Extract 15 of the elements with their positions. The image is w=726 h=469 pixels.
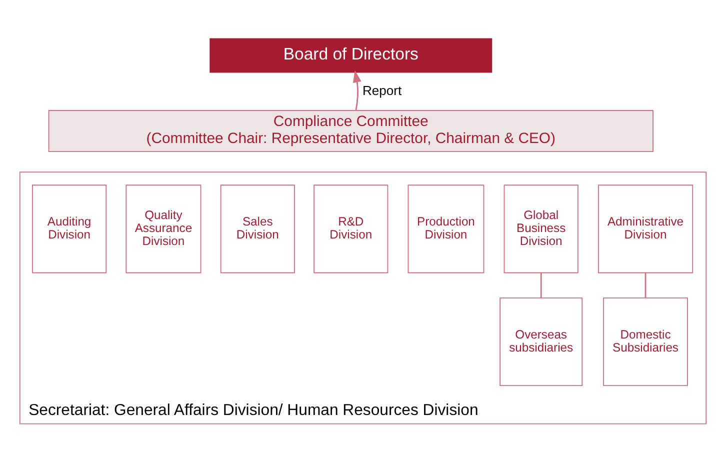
node-box: Overseas subsidiaries	[500, 296, 583, 386]
edge-label: Report	[362, 82, 402, 98]
node-box: Domestic Subsidiaries	[603, 296, 688, 386]
node-box: Production Division	[408, 184, 484, 273]
arrow	[352, 70, 362, 110]
node-box: Compliance Committee (Committee Chair: Representative Director, Chairman & CEO)	[48, 110, 654, 152]
node-box: R&D Division	[314, 184, 388, 273]
connector	[540, 272, 542, 298]
node-box: Board of Directors	[210, 38, 492, 72]
node-box: Quality Assurance Division	[126, 184, 202, 273]
node-box: Global Business Division	[504, 184, 578, 273]
node-box: Sales Division	[220, 184, 295, 273]
node-box: Administrative Division	[598, 184, 694, 273]
node-box: Auditing Division	[32, 184, 107, 273]
connector	[644, 272, 646, 298]
